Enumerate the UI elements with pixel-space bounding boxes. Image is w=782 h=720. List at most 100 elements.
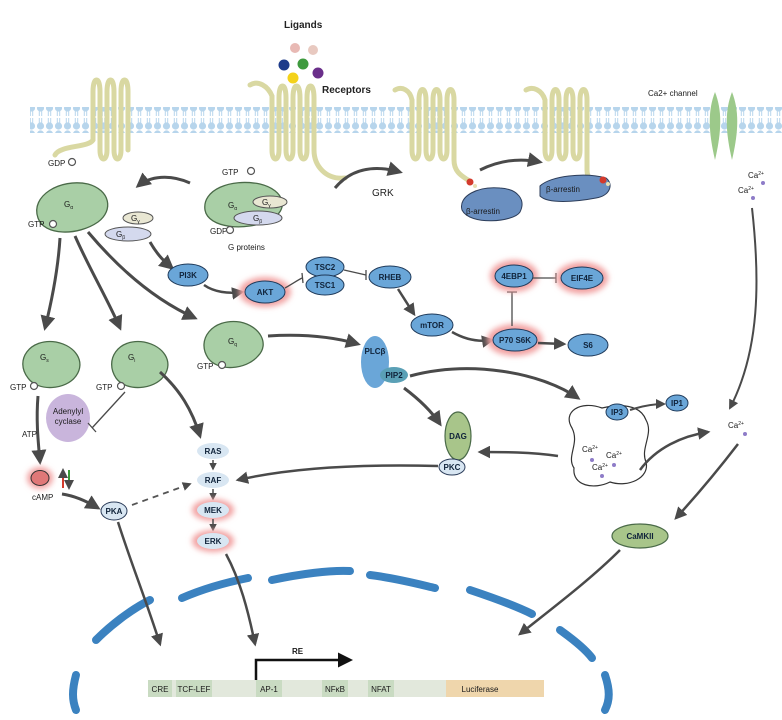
svg-text:DAG: DAG xyxy=(449,432,467,441)
p70s6k-inhibits-4ebp1 xyxy=(507,291,517,326)
svg-text:Ca2+: Ca2+ xyxy=(738,186,754,195)
svg-text:PLCβ: PLCβ xyxy=(365,347,386,356)
eif4e: EIF4E xyxy=(556,262,608,294)
cell-membrane xyxy=(30,107,782,133)
svg-text:PIP2: PIP2 xyxy=(385,371,403,380)
mtor-to-p70s6k xyxy=(451,330,495,348)
ras: RAS xyxy=(197,443,229,459)
nuclear-envelope xyxy=(69,566,613,714)
endoplasmic-reticulum: Ca2+ Ca2+ Ca2+ xyxy=(568,404,650,487)
dna-cre: CRE xyxy=(152,685,169,694)
svg-text:CaMKII: CaMKII xyxy=(626,532,653,541)
p70s6k: P70 S6K xyxy=(487,324,543,356)
svg-text:Gγ: Gγ xyxy=(262,198,271,209)
svg-text:MEK: MEK xyxy=(204,506,222,515)
camp-to-pka-arrow xyxy=(61,492,101,510)
tsc1: TSC1 xyxy=(305,274,345,296)
svg-text:S6: S6 xyxy=(583,341,593,350)
reporter-construct: CRE TCF-LEF AP-1 NFκB NFAT Luciferase xyxy=(148,680,544,697)
ligand-dots xyxy=(278,43,324,84)
g-q: Gq GTP xyxy=(197,320,264,371)
svg-text:PKA: PKA xyxy=(106,507,123,516)
ip1: IP1 xyxy=(665,394,689,412)
receptor-2 xyxy=(247,80,348,181)
nuclear-arrows xyxy=(116,521,621,647)
svg-text:RAF: RAF xyxy=(205,476,222,485)
svg-text:Adenylyl: Adenylyl xyxy=(53,407,83,416)
svg-text:IP1: IP1 xyxy=(671,399,684,408)
plcb-to-ip3 xyxy=(409,367,581,400)
pka: PKA xyxy=(100,501,128,521)
svg-text:IP3: IP3 xyxy=(611,408,624,417)
svg-text:RHEB: RHEB xyxy=(379,273,402,282)
rheb: RHEB xyxy=(368,265,412,289)
grk-label: GRK xyxy=(372,188,394,199)
svg-text:Ca2+: Ca2+ xyxy=(592,463,608,472)
camp: cAMP xyxy=(27,467,74,502)
ligands-label: Ligands xyxy=(284,20,323,31)
re-promoter-arrow: RE xyxy=(254,647,353,680)
ca-channel-label: Ca2+ channel xyxy=(648,89,698,98)
dna-tcf-lef: TCF-LEF xyxy=(178,685,211,694)
svg-text:EIF4E: EIF4E xyxy=(571,274,594,283)
adenylyl-cyclase: Adenylyl cyclase xyxy=(46,394,90,442)
beta-arrestin-1: β-arrestin xyxy=(461,178,523,222)
tsc-inhibits-rheb xyxy=(343,269,367,280)
svg-text:TSC1: TSC1 xyxy=(315,281,336,290)
ebp1: 4EBP1 xyxy=(490,260,538,292)
camkii: CaMKII xyxy=(611,523,669,549)
svg-text:GTP: GTP xyxy=(197,362,213,371)
svg-text:Gβ: Gβ xyxy=(116,230,125,241)
svg-text:Gi: Gi xyxy=(128,353,135,364)
dna-nfkb: NFκB xyxy=(325,685,345,694)
gi-to-ras-arrow xyxy=(158,370,204,439)
ca-to-camkii xyxy=(674,443,739,520)
plcb-to-dag xyxy=(403,386,442,427)
grk-arrow xyxy=(333,161,403,189)
svg-text:RE: RE xyxy=(292,647,304,656)
svg-text:P70 S6K: P70 S6K xyxy=(499,336,531,345)
g-s: Gs GTP xyxy=(10,340,81,392)
svg-text:GDP: GDP xyxy=(210,227,227,236)
tsc2: TSC2 xyxy=(305,256,345,278)
svg-text:TSC2: TSC2 xyxy=(315,263,336,272)
channel-to-ca-arrow xyxy=(729,207,758,410)
svg-text:GTP: GTP xyxy=(10,383,26,392)
svg-text:Ca2+: Ca2+ xyxy=(582,445,598,454)
dag: DAG xyxy=(444,411,472,461)
raf: RAF xyxy=(197,472,229,488)
pip2: PIP2 xyxy=(380,367,408,383)
svg-text:Gq: Gq xyxy=(228,337,237,348)
svg-text:PKC: PKC xyxy=(444,463,461,472)
svg-text:Gs: Gs xyxy=(40,353,49,364)
svg-text:RAS: RAS xyxy=(205,447,223,456)
dna-ap1: AP-1 xyxy=(260,685,278,694)
receptor-3 xyxy=(392,85,471,183)
svg-text:GTP: GTP xyxy=(96,383,112,392)
svg-text:ERK: ERK xyxy=(205,537,222,546)
ca-channel xyxy=(709,92,738,160)
svg-text:cyclase: cyclase xyxy=(55,417,82,426)
svg-text:GTP: GTP xyxy=(222,168,238,177)
svg-text:AKT: AKT xyxy=(257,288,274,297)
svg-text:Gα: Gα xyxy=(228,201,237,212)
mtor: mTOR xyxy=(410,313,454,337)
beta-arrestin-2: β-arrestin xyxy=(539,174,611,202)
receptor-4 xyxy=(523,85,603,187)
dna-luciferase: Luciferase xyxy=(462,685,499,694)
akt: AKT xyxy=(239,277,291,307)
svg-text:β-arrestin: β-arrestin xyxy=(466,207,500,216)
atp-label: ATP xyxy=(22,430,37,439)
pi3k: PI3K xyxy=(167,263,209,287)
svg-text:Gβ: Gβ xyxy=(253,214,262,225)
svg-text:Ca2+: Ca2+ xyxy=(748,171,764,180)
complex-to-galpha-arrow xyxy=(135,172,191,188)
receptors-label: Receptors xyxy=(322,85,371,96)
galpha-arrows xyxy=(40,231,198,331)
s6: S6 xyxy=(567,333,609,357)
svg-text:PI3K: PI3K xyxy=(179,271,197,280)
svg-text:Gγ: Gγ xyxy=(131,214,140,225)
mek: MEK xyxy=(192,499,234,521)
pka-to-raf-dashed xyxy=(131,482,192,506)
